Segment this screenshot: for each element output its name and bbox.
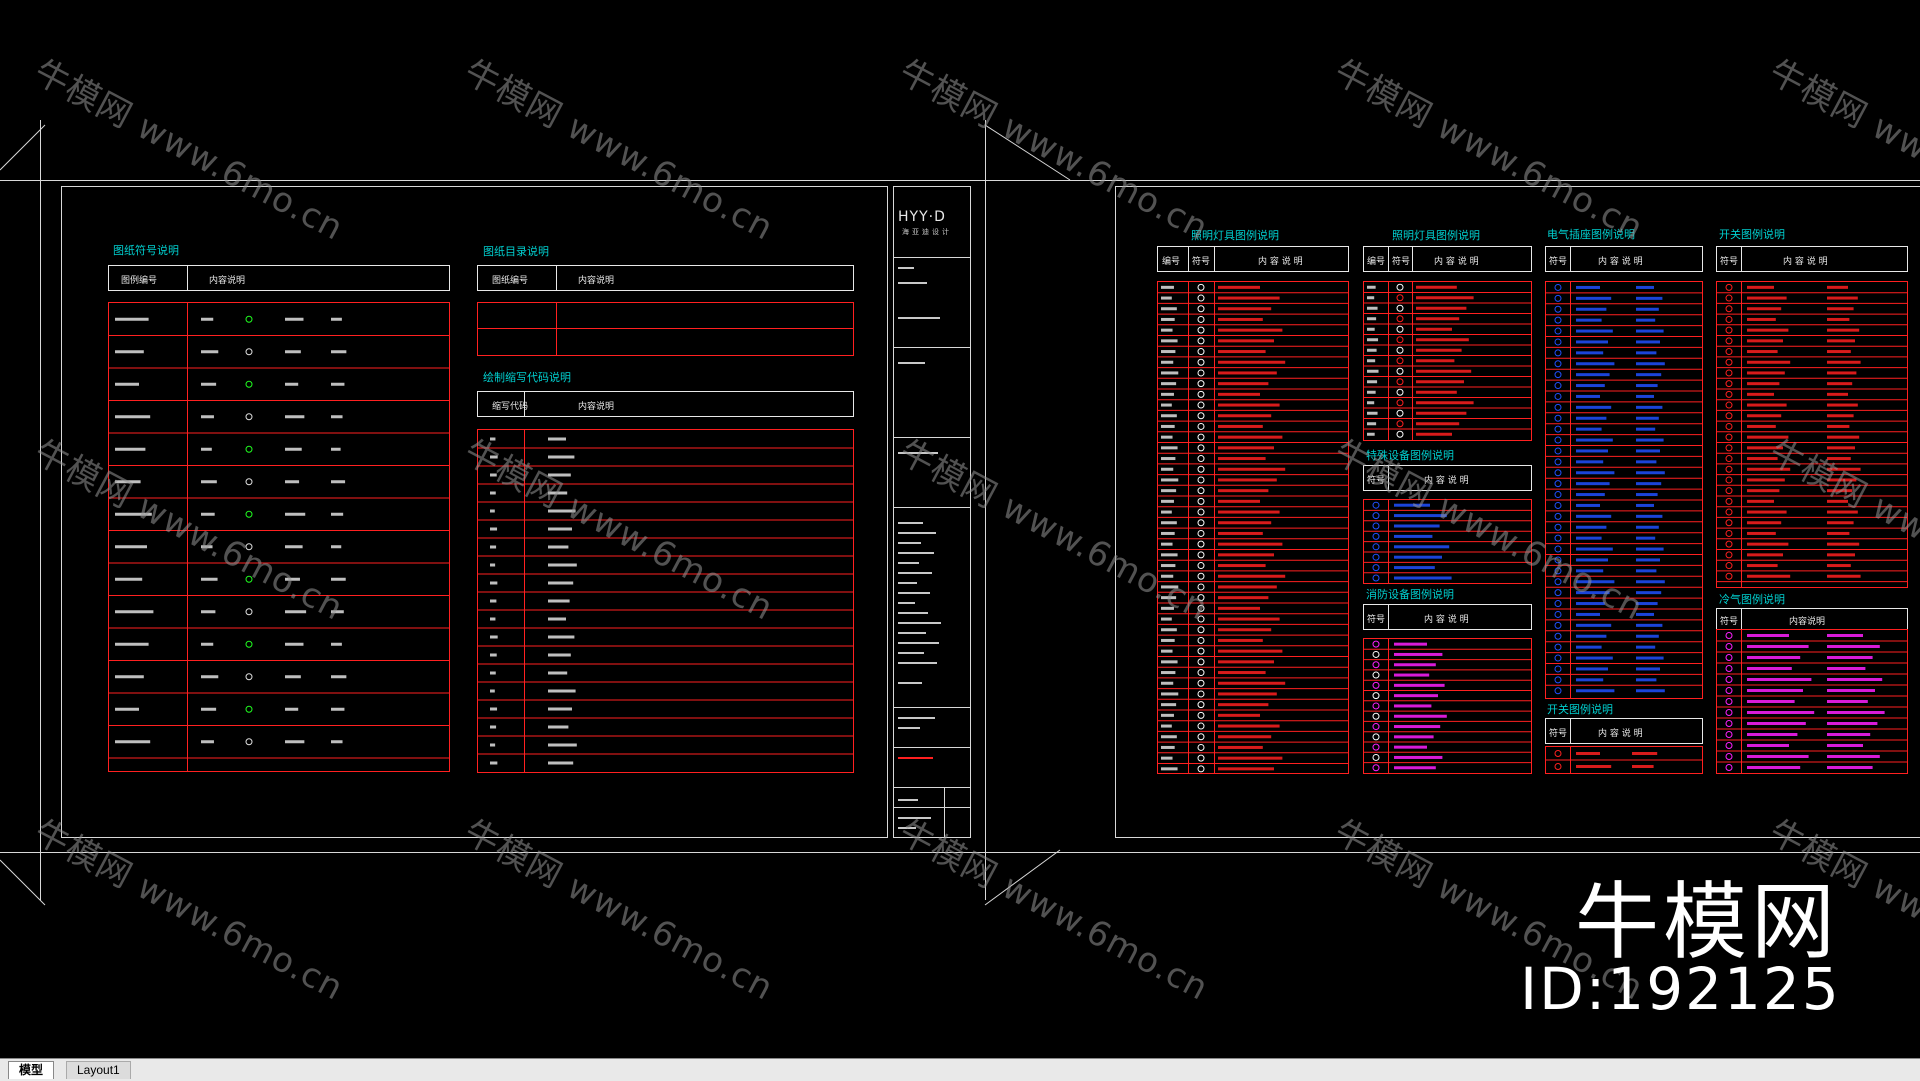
light1-col-desc: 内 容 说 明 [1258,257,1303,267]
table-rows [1546,283,1702,695]
switch-col-desc: 内 容 说 明 [1783,257,1828,267]
table-rows [1158,283,1348,773]
light1-col-code: 编号 [1162,257,1181,267]
light2-section-title: 照明灯具图例说明 [1392,229,1480,242]
aircon-table [1716,629,1908,774]
electric-table [1545,281,1703,699]
symbols-table [108,302,450,772]
fire-col-desc: 内 容 说 明 [1424,615,1469,625]
model-guide-line [40,120,41,900]
symbols-section-title: 图纸符号说明 [113,244,179,257]
table-rows [1364,283,1531,438]
drawing-sheet-1[interactable] [61,186,888,838]
switch-section-title: 开关图例说明 [1719,228,1785,241]
electric-col-symbol: 符号 [1549,257,1568,267]
abbr-col-desc: 内容说明 [578,402,615,412]
abbr-table [477,429,854,773]
aircon-table-header: 符号 内容说明 [1716,608,1908,630]
abbr-col-code: 缩写代码 [492,402,529,412]
abbr-table-header: 缩写代码 内容说明 [477,391,854,417]
fire-table [1363,638,1532,774]
special-col-symbol: 符号 [1367,476,1386,486]
switch-table-header: 符号 内 容 说 明 [1716,246,1908,272]
title-block[interactable]: HYY·D 海亚迪设计 [893,186,971,838]
light2-col-symbol: 符号 [1392,257,1411,267]
fire-table-header: 符号 内 容 说 明 [1363,604,1532,630]
symbols-col-code: 图例编号 [121,276,158,286]
fire-section-title: 消防设备图例说明 [1366,588,1454,601]
electric-section-title: 电气插座图例说明 [1547,228,1635,241]
special-table [1363,499,1532,584]
light1-table-header: 编号 符号 内 容 说 明 [1157,246,1349,272]
aircon-col-desc: 内容说明 [1789,617,1826,627]
fire-col-symbol: 符号 [1367,615,1386,625]
firm-subtitle: 海亚迪设计 [902,228,952,236]
catalog-table-header: 图纸编号 内容说明 [477,265,854,291]
abbr-section-title: 绘制缩写代码说明 [483,371,571,384]
switch2-col-symbol: 符号 [1549,729,1568,739]
special-section-title: 特殊设备图例说明 [1366,449,1454,462]
model-guide-line [0,852,1920,853]
switch2-col-desc: 内 容 说 明 [1598,729,1643,739]
table-rows [1717,632,1907,771]
title-block-text-lines [898,267,941,829]
catalog-col-code: 图纸编号 [492,276,529,286]
catalog-table [477,302,854,356]
switch2-table-header: 符号 内 容 说 明 [1545,718,1703,744]
model-guide-line [0,180,1920,181]
electric-col-desc: 内 容 说 明 [1598,257,1643,267]
table-rows [1364,501,1531,582]
electric-table-header: 符号 内 容 说 明 [1545,246,1703,272]
catalog-section-title: 图纸目录说明 [483,245,549,258]
switch-col-symbol: 符号 [1720,257,1739,267]
table-rows [478,437,853,765]
aircon-col-symbol: 符号 [1720,617,1739,627]
switch2-table [1545,746,1703,774]
light2-table-header: 编号 符号 内 容 说 明 [1363,246,1532,272]
aircon-section-title: 冷气图例说明 [1719,593,1785,606]
firm-logo: HYY·D [898,209,946,225]
table-rows [1546,750,1702,770]
light1-table [1157,281,1349,774]
table-rows [109,315,449,759]
light2-col-code: 编号 [1367,257,1386,267]
light2-col-desc: 内 容 说 明 [1434,257,1479,267]
table-rows [1717,283,1907,583]
switch2-section-title: 开关图例说明 [1547,703,1613,716]
brand-id: ID:192125 [1520,955,1841,1023]
light1-section-title: 照明灯具图例说明 [1191,229,1279,242]
brand-logo: 牛模网 [1575,873,1840,971]
light2-table [1363,281,1532,441]
drawing-sheet-2[interactable] [1115,186,1920,838]
switch-table [1716,281,1908,588]
tab-layout1[interactable]: Layout1 [66,1061,131,1079]
layout-tab-bar: 模型 Layout1 [0,1058,1920,1081]
special-col-desc: 内 容 说 明 [1424,476,1469,486]
catalog-col-desc: 内容说明 [578,276,615,286]
model-guide-line [985,120,986,900]
special-table-header: 符号 内 容 说 明 [1363,465,1532,491]
light1-col-symbol: 符号 [1192,257,1211,267]
symbols-col-desc: 内容说明 [209,276,246,286]
table-rows [1364,640,1531,772]
tab-model[interactable]: 模型 [8,1061,55,1079]
symbols-table-header: 图例编号 内容说明 [108,265,450,291]
